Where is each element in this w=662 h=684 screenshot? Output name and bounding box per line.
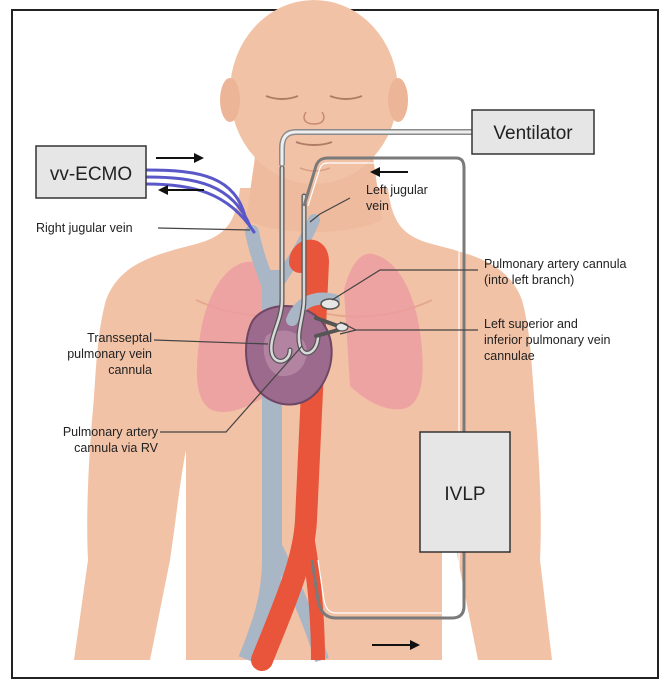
ventilator-label: Ventilator (493, 123, 573, 144)
pv-cannulae-label-line2: inferior pulmonary vein (484, 333, 610, 347)
left-jugular-label-line1: Left jugular (366, 183, 428, 197)
ecmo-label: vv-ECMO (50, 164, 132, 185)
head (230, 0, 398, 184)
left-ear (220, 78, 240, 122)
pa-cannula-left-label-line1: Pulmonary artery cannula (484, 257, 626, 271)
ivlp-box: IVLP (420, 432, 510, 552)
right-ear (388, 78, 408, 122)
pv-cannulae-label-line1: Left superior and (484, 317, 578, 331)
transseptal-label-line1: Transseptal (87, 331, 152, 345)
pv-cannulae-label-line3: cannulae (484, 349, 535, 363)
transseptal-label-line3: cannula (108, 363, 152, 377)
pa-cannula-left-label-line2: (into left branch) (484, 273, 574, 287)
ecmo-box: vv-ECMO (36, 146, 146, 198)
left-jugular-label-line2: vein (366, 199, 389, 213)
transseptal-label-line2: pulmonary vein (67, 347, 152, 361)
pa-cannula-tip (321, 299, 339, 309)
right-jugular-label: Right jugular vein (36, 221, 133, 235)
pa-cannula-rv-label-line2: cannula via RV (74, 441, 159, 455)
pa-cannula-rv-label-line1: Pulmonary artery (63, 425, 159, 439)
ventilator-box: Ventilator (472, 110, 594, 154)
ivlp-label: IVLP (444, 484, 485, 505)
